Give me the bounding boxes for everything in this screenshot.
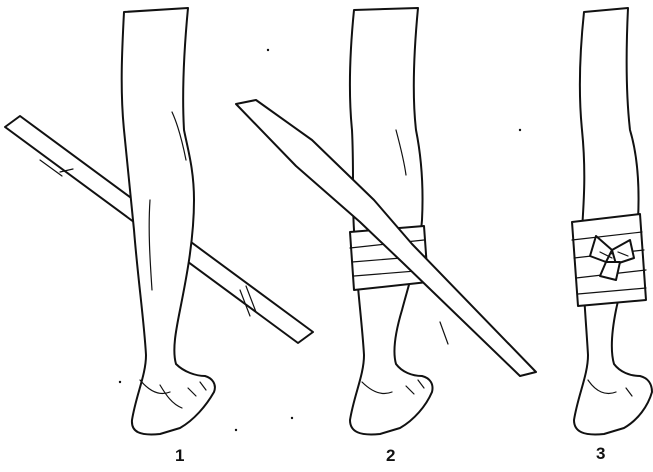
panel-1-illustration [5, 8, 313, 434]
panel-1-leg [122, 8, 215, 434]
panel-3-label: 3 [596, 445, 605, 462]
panel-3-tied-bandage [572, 214, 646, 306]
panel-2-illustration [236, 8, 536, 434]
panel-1-label: 1 [175, 447, 184, 464]
panel-3-illustration [572, 8, 652, 434]
panel-2-label: 2 [386, 447, 395, 464]
